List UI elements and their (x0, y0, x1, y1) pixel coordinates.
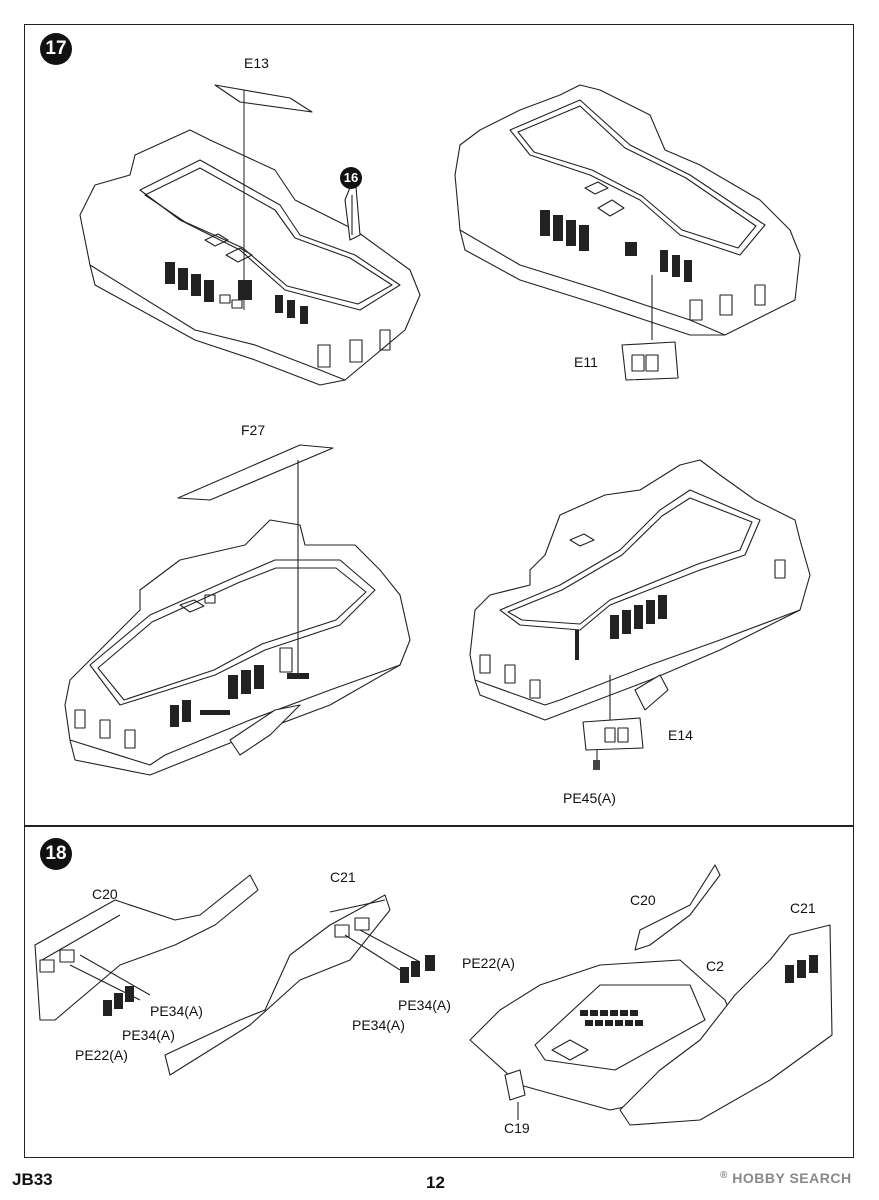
label-e11: E11 (574, 354, 598, 370)
label-c21-right: C21 (790, 900, 816, 916)
side-plate-middle (164, 894, 435, 1076)
label-pe34-a1: PE34(A) (150, 1003, 203, 1019)
step-17-panel (24, 24, 854, 826)
brand-name: HOBBY SEARCH (732, 1170, 852, 1186)
side-plate-left (34, 874, 259, 1021)
label-pe22-left: PE22(A) (75, 1047, 128, 1063)
label-c20-left: C20 (92, 886, 118, 902)
label-pe34-mid1: PE34(A) (398, 997, 451, 1013)
label-pe34-a2: PE34(A) (122, 1027, 175, 1043)
product-code: JB33 (12, 1170, 53, 1189)
label-pe45: PE45(A) (563, 790, 616, 806)
step-number-17: 17 (40, 33, 72, 65)
label-c19: C19 (504, 1120, 530, 1136)
label-e14: E14 (668, 727, 693, 743)
page-number: 12 (426, 1173, 445, 1192)
label-pe22-mid: PE22(A) (462, 955, 515, 971)
label-f27: F27 (241, 422, 266, 438)
floor-assembly-right (469, 864, 833, 1126)
step-number-18: 18 (40, 838, 72, 870)
label-c21-mid: C21 (330, 869, 356, 885)
hull-top-left (79, 84, 421, 386)
registered-mark: ® (720, 1170, 728, 1181)
label-c2: C2 (706, 958, 724, 974)
watermark-brand: ® HOBBY SEARCH (720, 1170, 852, 1186)
step-reference-16: 16 (340, 167, 362, 189)
hull-bottom-left (64, 444, 411, 776)
label-c20-right: C20 (630, 892, 656, 908)
step-18-panel (24, 826, 854, 1158)
label-e13: E13 (244, 55, 269, 71)
hull-bottom-right (469, 459, 811, 770)
label-pe34-mid2: PE34(A) (352, 1017, 405, 1033)
hull-top-right (454, 84, 801, 381)
